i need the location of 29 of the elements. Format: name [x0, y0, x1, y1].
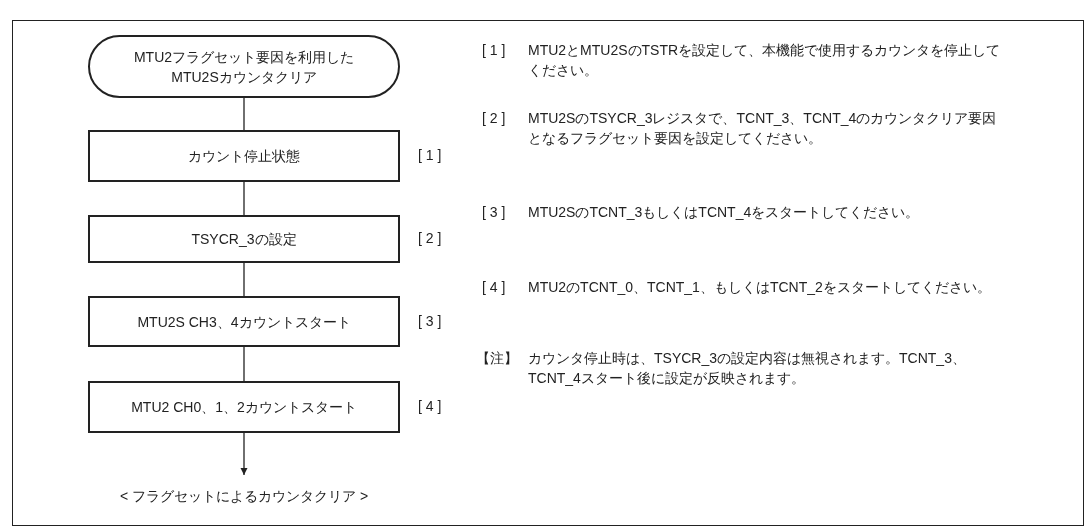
- note-text: カウンタ停止時は、TSYCR_3の設定内容は無視されます。TCNT_3、TCNT_4スタート後に設定が反映されます。: [528, 349, 967, 388]
- connector-line: [243, 181, 245, 216]
- process-box: [88, 130, 400, 182]
- step-number: 【注】: [476, 349, 518, 368]
- step-number: [ 4 ]: [418, 398, 442, 414]
- node-text: MTU2S CH3、4カウントスタート: [136, 312, 352, 332]
- note-text: MTU2SのTSYCR_3レジスタで、TCNT_3、TCNT_4のカウンタクリア要因となるフラグセット要因を設定してください。: [528, 109, 998, 148]
- step-number: [ 1 ]: [482, 41, 506, 60]
- step-number: [ 3 ]: [482, 203, 506, 222]
- step-number: [ 4 ]: [482, 278, 506, 297]
- node-text: MTU2 CH0、1、2カウントスタート: [130, 398, 358, 417]
- connector-line: [243, 346, 245, 382]
- step-number: [ 2 ]: [482, 109, 506, 128]
- figure-caption: < フラグセットによるカウンタクリア >: [118, 488, 370, 506]
- connector-line: [243, 262, 245, 297]
- process-box: [88, 296, 400, 347]
- arrow: [240, 432, 248, 476]
- node-text: カウント停止状態: [187, 147, 301, 166]
- step-number: [ 2 ]: [418, 230, 442, 246]
- note-text: MTU2とMTU2SのTSTRを設定して、本機能で使用するカウンタを停止してください。: [528, 41, 1002, 80]
- process-box: [88, 215, 400, 263]
- note-text: MTU2SのTCNT_3もしくはTCNT_4をスタートしてください。: [528, 203, 921, 222]
- note-text: MTU2のTCNT_0、TCNT_1、もしくはTCNT_2をスタートしてください。: [528, 278, 992, 297]
- process-box: [88, 381, 400, 433]
- step-number: [ 3 ]: [418, 312, 442, 329]
- connector-line: [243, 97, 245, 131]
- node-text: MTU2フラグセット要因を利用したMTU2Sカウンタクリア: [132, 47, 356, 87]
- step-number: [ 1 ]: [418, 147, 442, 163]
- node-text: TSYCR_3の設定: [190, 230, 298, 249]
